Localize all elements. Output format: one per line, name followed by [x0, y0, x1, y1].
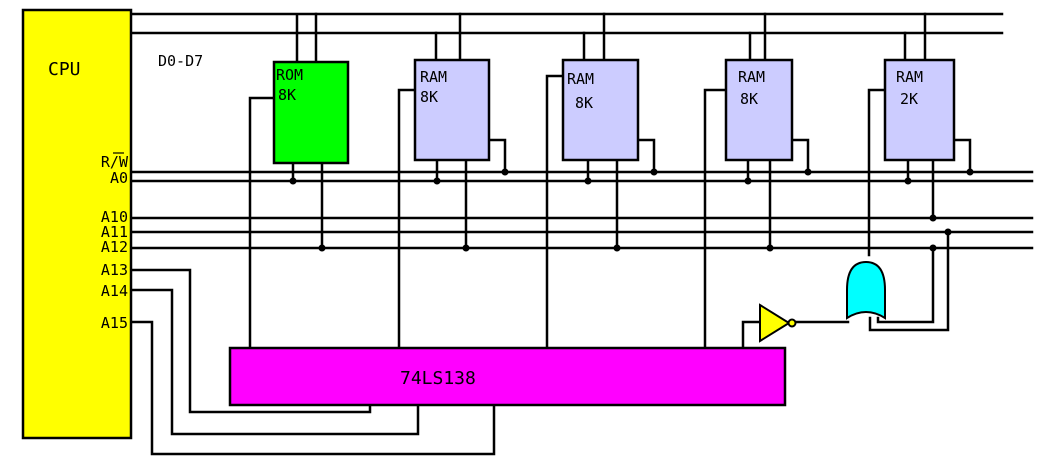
data-bus-label: D0-D7	[158, 52, 203, 70]
pin-a12: A12	[101, 238, 128, 256]
chip-0-type: ROM	[276, 66, 303, 84]
chip-4-type: RAM	[896, 68, 923, 86]
or-gate-icon	[846, 260, 886, 320]
chip-2-type: RAM	[567, 70, 594, 88]
cpu-block	[21, 8, 133, 440]
chip-ram-8k-1	[413, 58, 491, 162]
inverter-gate-icon	[759, 303, 797, 343]
pin-a15: A15	[101, 314, 128, 332]
pin-a10: A10	[101, 208, 128, 226]
data-bus	[130, 12, 1004, 35]
high-address-lines	[130, 268, 496, 456]
chip-bus-connections	[291, 138, 972, 250]
chip-3-type: RAM	[738, 68, 765, 86]
chip-1-type: RAM	[420, 68, 447, 86]
chip-ram-8k-3	[724, 58, 794, 162]
pin-a0: A0	[110, 169, 128, 187]
gate-wiring	[741, 230, 950, 350]
pin-a14: A14	[101, 282, 128, 300]
chip-0-size: 8K	[278, 86, 296, 104]
chip-2-size: 8K	[575, 94, 593, 112]
cpu-pin-labels: R/W A0 A10 A11 A12 A13 A14 A15	[101, 152, 129, 332]
pin-a11: A11	[101, 223, 128, 241]
pin-a13: A13	[101, 261, 128, 279]
chip-ram-8k-2	[561, 58, 640, 162]
chip-labels: ROM 8K RAM 8K RAM 8K RAM 8K RAM 2K	[276, 66, 923, 112]
decoder-74ls138	[228, 346, 787, 407]
control-and-address-bus	[130, 170, 1034, 250]
chip-select-lines	[248, 74, 887, 350]
decoder-label: 74LS138	[400, 368, 476, 389]
chip-4-size: 2K	[900, 90, 918, 108]
cpu-label: CPU	[48, 59, 81, 80]
data-bus-drops	[295, 12, 927, 62]
chip-3-size: 8K	[740, 90, 758, 108]
chip-ram-2k	[883, 58, 956, 162]
pin-rw: R/W	[101, 153, 129, 171]
chip-rom-8k	[272, 60, 350, 165]
junction-dots	[289, 168, 974, 252]
chip-1-size: 8K	[420, 88, 438, 106]
